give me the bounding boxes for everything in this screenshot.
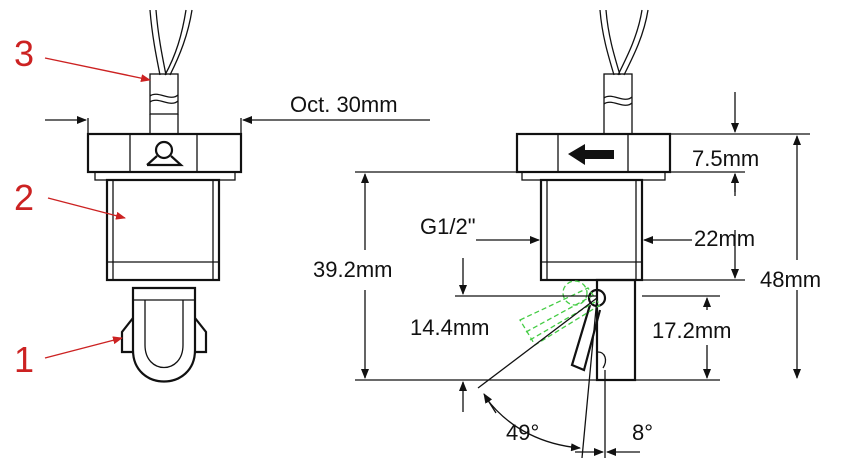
oct-dimension-label: Oct. 30mm	[290, 92, 398, 117]
cable-wires-side	[599, 9, 649, 76]
dim-14-4mm-label: 14.4mm	[410, 315, 489, 340]
angle-49	[477, 297, 598, 459]
paddle-side	[570, 278, 637, 382]
side-view: 7.5mm 22mm 48mm 39.2mm G1/2" 14.4mm	[313, 9, 821, 459]
gasket	[94, 171, 236, 181]
callout-3: 3	[14, 33, 34, 74]
thread-body-side	[539, 178, 644, 282]
dim-39-2mm-label: 39.2mm	[313, 257, 392, 282]
dim-7-5mm-label: 7.5mm	[692, 146, 759, 171]
cable-wires	[149, 9, 193, 76]
angle-8	[575, 370, 640, 458]
paddle-swing-position	[519, 280, 601, 346]
front-view: Oct. 30mm 3 2 1	[14, 9, 430, 383]
angle-49-label: 49°	[506, 420, 539, 445]
thread-body	[105, 178, 221, 282]
flow-direction-arrow-icon	[568, 144, 614, 165]
flow-logo-icon	[146, 140, 184, 167]
dim-22mm-label: 22mm	[694, 226, 755, 251]
callout-1: 1	[14, 339, 34, 380]
thread-size-label: G1/2"	[420, 214, 476, 239]
paddle	[120, 286, 208, 383]
cable-jacket	[149, 73, 179, 115]
oct-dimension	[45, 116, 430, 134]
angle-8-label: 8°	[632, 420, 653, 445]
callout-2: 2	[14, 177, 34, 218]
dim-48mm-label: 48mm	[760, 267, 821, 292]
dim-22mm	[643, 173, 739, 279]
gasket-side	[521, 171, 666, 181]
dim-17-2mm-label: 17.2mm	[652, 318, 731, 343]
